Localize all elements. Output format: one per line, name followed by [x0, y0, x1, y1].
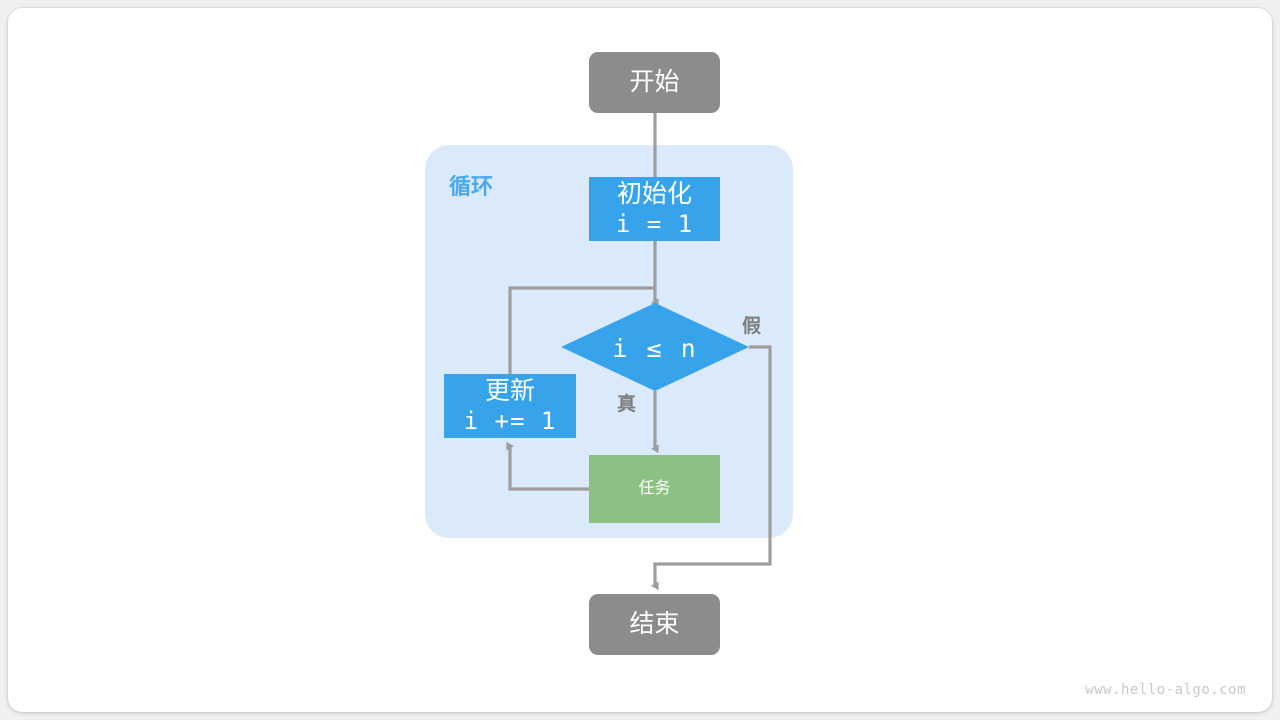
node-end[interactable]: 结束 [589, 594, 720, 655]
node-start[interactable]: 开始 [589, 52, 720, 113]
node-task[interactable]: 任务 [589, 455, 720, 523]
edge-label-true: 真 [617, 394, 637, 415]
node-init-line1: 初始化 [616, 180, 692, 209]
edge-task-update [506, 441, 589, 491]
node-update-line2: i += 1 [463, 406, 557, 435]
diagram-card: 循环 [8, 8, 1272, 712]
node-start-label: 开始 [629, 67, 680, 96]
decision-diamond [561, 303, 749, 391]
loop-region-label: 循环 [449, 174, 494, 199]
diagram-stage: 循环 [8, 8, 1272, 712]
edge-label-false: 假 [742, 316, 762, 337]
connector-layer [506, 113, 772, 591]
edge-update-cond [508, 286, 655, 374]
node-end-label: 结束 [629, 609, 680, 638]
node-task-label: 任务 [638, 479, 671, 497]
watermark: www.hello-algo.com [1085, 682, 1246, 698]
node-update-line1: 更新 [484, 377, 535, 406]
node-init-line2: i = 1 [615, 209, 694, 238]
node-init[interactable]: 初始化 i = 1 [589, 177, 720, 241]
decision-label: i ≤ n [612, 334, 698, 363]
node-update[interactable]: 更新 i += 1 [444, 374, 576, 438]
edge-cond-end [651, 345, 772, 591]
